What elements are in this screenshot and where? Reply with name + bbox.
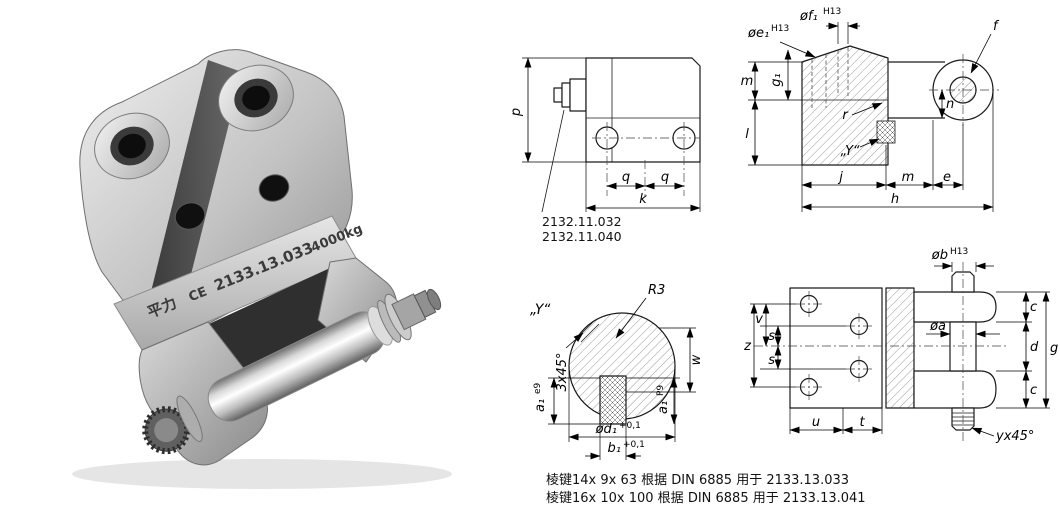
- plate-side-view: p q q k 2132.11.032 2132.11.040: [509, 57, 701, 244]
- dim-e-label: e: [943, 170, 951, 185]
- dim-m-left-label: m: [741, 74, 754, 89]
- dim-e1-label: øe₁: [747, 26, 769, 41]
- ref-part-number-2: 2132.11.040: [542, 229, 622, 244]
- pin-end-washer: [561, 82, 571, 108]
- dim-l-label: l: [745, 127, 749, 142]
- pin-end-collar: [569, 78, 587, 112]
- pin-end-nut: [553, 87, 563, 103]
- plate-section: [801, 45, 889, 166]
- dim-d-label: d: [1030, 340, 1039, 355]
- dim-yx45-leader: [971, 427, 995, 437]
- dim-m-bottom-label: m: [902, 170, 915, 185]
- bolt-tip: [426, 288, 442, 311]
- front-view: øb H13 øa c d c g z v s s u t yx45°: [743, 247, 1058, 444]
- dim-s-top-label: s: [768, 329, 775, 344]
- dim-d1-label: ød₁: [595, 422, 617, 437]
- dim-b-tol: H13: [950, 247, 968, 257]
- pin-body: [949, 321, 977, 372]
- detail-view-y: „Y“ R3 3x45° a₁ e9 w a₁ P9 ød₁ +0,1 b₁ +…: [530, 283, 704, 460]
- dim-a1-hub-label: a₁: [656, 401, 671, 414]
- dim-z-label: z: [743, 339, 752, 354]
- detail-ref-leader: [859, 138, 880, 148]
- bolt-hole-3: [174, 202, 206, 230]
- dim-a1-shaft-label: a₁: [533, 399, 548, 412]
- dim-a1-hub-tol: P9: [656, 385, 666, 396]
- plate-groove: [148, 60, 242, 318]
- dim-a-label: øa: [929, 319, 946, 334]
- chamfer-label: 3x45°: [555, 352, 570, 391]
- render-3d: 平力 CE 2133.13.033 4000kg: [72, 49, 452, 489]
- detail-ref-label: „Y“: [841, 144, 860, 159]
- dim-f1-tol: H13: [823, 7, 841, 17]
- dim-k-label: k: [639, 192, 647, 207]
- dim-v-label: v: [755, 312, 763, 327]
- dim-t-label: t: [859, 415, 865, 430]
- dim-q1-label: q: [622, 170, 630, 185]
- dim-w-label: w: [689, 354, 704, 365]
- counterbore-hole-2: [234, 78, 278, 118]
- dim-r-leader: [851, 102, 883, 116]
- knurled-nut-cap: [154, 418, 179, 443]
- dim-h-label: h: [891, 192, 899, 207]
- note-line-1: 棱键14x 9x 63 根据 DIN 6885 用于 2133.13.033: [546, 472, 849, 488]
- section-band: [885, 287, 915, 409]
- dim-r-label: r: [842, 108, 849, 123]
- dim-u-label: u: [812, 415, 820, 430]
- dim-p-label: p: [509, 108, 524, 117]
- part-shadow: [72, 459, 452, 489]
- dim-d1-tol: +0,1: [619, 421, 641, 431]
- key-notes: 棱键14x 9x 63 根据 DIN 6885 用于 2133.13.033 棱…: [546, 472, 866, 506]
- radius-label: R3: [648, 283, 665, 298]
- note-line-2: 棱键16x 10x 100 根据 DIN 6885 用于 2133.13.041: [546, 490, 866, 506]
- fork-arm-top: [913, 291, 997, 323]
- ce-mark: CE: [187, 284, 210, 305]
- dim-b-label: øb: [931, 248, 948, 263]
- leader-line: [541, 109, 565, 213]
- ref-part-number-1: 2132.11.032: [542, 214, 622, 229]
- dim-c-bottom-label: c: [1030, 383, 1037, 398]
- bolt-hole-4: [258, 174, 290, 202]
- detail-title: „Y“: [530, 302, 551, 318]
- dim-e1-tol: H13: [771, 24, 789, 34]
- clevis-pin-assembly: [142, 288, 442, 455]
- dim-a1-shaft-tol: e9: [533, 382, 543, 394]
- dim-g-label: g: [1050, 341, 1058, 356]
- counterbore-hole-1: [110, 126, 154, 166]
- dim-b1-tol: +0,1: [623, 440, 645, 450]
- dim-b1-label: b₁: [608, 441, 621, 456]
- chamfer-leader: [565, 332, 584, 349]
- dim-n-label: n: [946, 97, 954, 112]
- chamfer-edge-2: [580, 323, 600, 343]
- dim-f-label: f: [993, 19, 1000, 34]
- washer-left: [176, 395, 203, 442]
- key-section: [876, 120, 896, 144]
- dim-s-bottom-label: s: [768, 353, 775, 368]
- dim-e1-leader: [779, 41, 816, 58]
- dim-q2-label: q: [661, 170, 669, 185]
- dim-f-leader: [970, 33, 992, 74]
- dim-c-top-label: c: [1030, 300, 1037, 315]
- fork-arm-bottom: [913, 370, 997, 409]
- radius-leader: [615, 297, 647, 339]
- dim-j-label: j: [837, 170, 843, 185]
- dim-yx45-label: yx45°: [995, 429, 1034, 444]
- section-side-view: øf₁ H13 øe₁ H13 f m l g₁ r n „Y“ j m e h: [741, 7, 1000, 212]
- dim-f1-label: øf₁: [799, 9, 818, 24]
- hole-crosshairs: [796, 291, 872, 400]
- dim-g1-label: g₁: [769, 73, 784, 86]
- keyway-slot: [599, 375, 627, 425]
